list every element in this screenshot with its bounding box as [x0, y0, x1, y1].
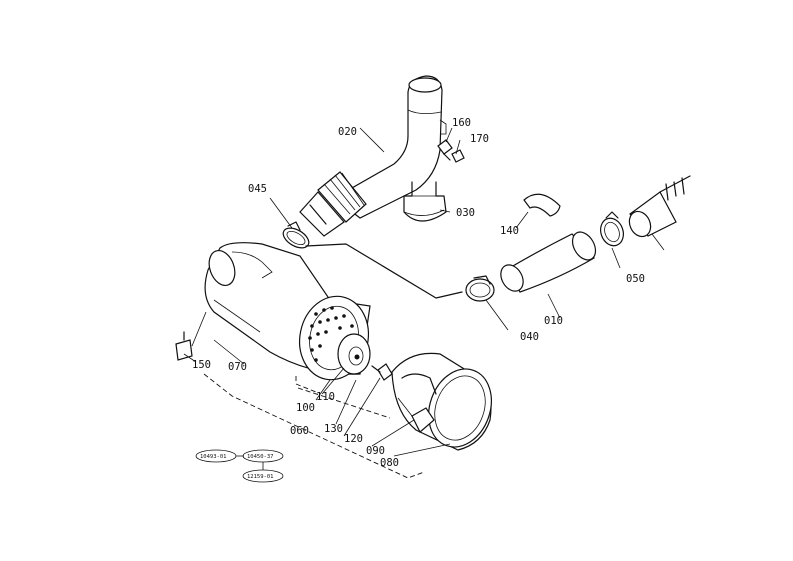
- label-080: 080: [380, 457, 399, 469]
- label-060: 060: [290, 425, 309, 437]
- clamp-050-drawing: [600, 211, 624, 247]
- label-050: 050: [626, 273, 645, 285]
- label-070: 070: [228, 361, 247, 373]
- ref-oval-3: [242, 469, 284, 483]
- ref-code-1: 10493-01: [200, 454, 227, 460]
- engine-intake-drawing: [628, 175, 691, 251]
- label-020: 020: [338, 126, 357, 138]
- hose-drawing: [500, 231, 597, 293]
- bracket-drawing: [403, 181, 447, 222]
- filter-holes: [308, 306, 354, 362]
- band-drawing: [523, 193, 561, 217]
- label-110: 110: [316, 391, 335, 403]
- label-160: 160: [452, 117, 471, 129]
- label-010: 010: [544, 315, 563, 327]
- ref-code-2: 10450-37: [247, 454, 274, 460]
- intake-pipe-drawing: [299, 75, 447, 237]
- assembly-line: [305, 243, 463, 299]
- label-140: 140: [500, 225, 519, 237]
- label-100: 100: [296, 402, 315, 414]
- part-labels: 020 160 170 030 045 140 050 010 040 070 …: [192, 117, 645, 469]
- label-090: 090: [366, 445, 385, 457]
- reference-codes: 10493-01 10450-37 12159-01: [195, 449, 284, 483]
- air-cleaner-body-drawing: [175, 242, 371, 381]
- clamp-045-drawing: [282, 221, 310, 249]
- label-170: 170: [470, 133, 489, 145]
- ref-code-3: 12159-01: [247, 474, 274, 480]
- clamp-040-drawing: [465, 275, 495, 302]
- label-120: 120: [344, 433, 363, 445]
- bolt-drawing: [437, 139, 465, 163]
- dust-cup-drawing: [391, 352, 492, 451]
- label-030: 030: [456, 207, 475, 219]
- label-150: 150: [192, 359, 211, 371]
- label-045: 045: [248, 183, 267, 195]
- wing-nut-drawing: [371, 363, 393, 381]
- label-130: 130: [324, 423, 343, 435]
- label-040: 040: [520, 331, 539, 343]
- leader-lines: [183, 127, 621, 457]
